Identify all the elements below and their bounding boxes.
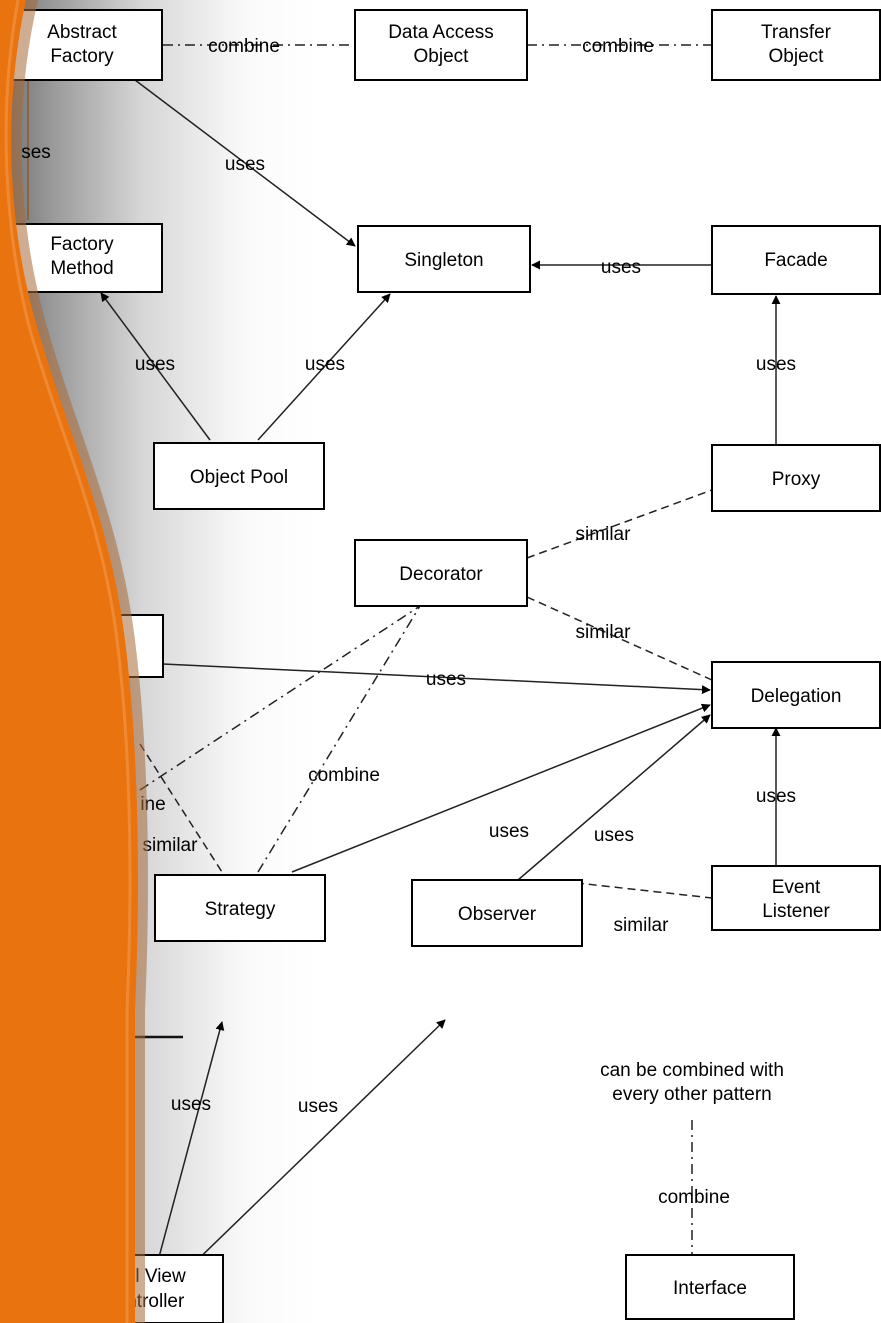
node-transfer-object[interactable]: Transfer Object	[711, 9, 881, 81]
label-op-singleton: uses	[305, 354, 345, 375]
label-strategy-delegation: uses	[489, 821, 529, 842]
node-label: Transfer	[761, 22, 832, 43]
label-el-delegation: uses	[756, 786, 796, 807]
label-proxy-facade: uses	[756, 354, 796, 375]
node-data-access-object[interactable]: Data Access Object	[354, 9, 528, 81]
node-box	[154, 874, 326, 942]
edges	[27, 44, 781, 1273]
node-object-pool[interactable]: Object Pool	[153, 442, 325, 510]
edge-mvc-observer	[184, 1019, 446, 1273]
node-label: Proxy	[772, 469, 821, 490]
note-line-1: can be combined with	[600, 1060, 784, 1081]
node-interface[interactable]: Interface	[625, 1254, 795, 1320]
label-decorator-delegation: similar	[576, 622, 632, 643]
swoosh-highlight	[4, 0, 132, 1323]
node-box	[357, 225, 531, 293]
node-delegation[interactable]: Delegation	[711, 661, 881, 729]
label-interface-combine: combine	[658, 1187, 730, 1208]
node-label: Observer	[458, 904, 537, 925]
edge-af-singleton	[134, 79, 356, 247]
edge-op-singleton	[257, 293, 391, 441]
node-label: Delegation	[751, 686, 842, 707]
node-proxy[interactable]: Proxy	[711, 444, 881, 512]
label-dao-to: combine	[582, 36, 654, 57]
edge-labels: combine combine ses uses uses uses uses …	[21, 36, 796, 1208]
node-singleton[interactable]: Singleton	[357, 225, 531, 293]
edge-mvc-strategy	[154, 1021, 225, 1273]
label-af-dao: combine	[208, 36, 280, 57]
node-observer[interactable]: Observer	[411, 879, 583, 947]
node-label: Method	[50, 258, 113, 279]
node-decorator[interactable]: Decorator	[354, 539, 528, 607]
swoosh-fill	[0, 0, 138, 1323]
edge-strategy-decorator	[257, 605, 421, 873]
node-label: Event	[772, 877, 821, 898]
node-label: Factory	[50, 234, 114, 255]
node-label: Factory	[50, 46, 114, 67]
node-box	[711, 225, 881, 295]
node-event-listener[interactable]: Event Listener	[711, 865, 881, 931]
node-label: Object Pool	[190, 467, 288, 488]
note-line-2: every other pattern	[612, 1084, 771, 1105]
edge-strategy-delegation	[291, 703, 711, 873]
edge-left-delegation	[162, 663, 711, 695]
edge-op-fm	[100, 292, 211, 441]
edge-observer-delegation	[517, 714, 711, 881]
node-label: Decorator	[399, 564, 483, 585]
node-label: Abstract	[47, 22, 117, 43]
node-label: Listener	[762, 901, 830, 922]
label-af-singleton: uses	[225, 154, 265, 175]
node-box	[711, 444, 881, 512]
edge-decorator-delegation	[526, 596, 713, 681]
node-label: Interface	[673, 1278, 747, 1299]
node-box	[411, 879, 583, 947]
node-box	[153, 442, 325, 510]
node-label: Singleton	[404, 250, 483, 271]
label-left-delegation: uses	[426, 669, 466, 690]
label-observer-delegation: uses	[594, 825, 634, 846]
node-box	[354, 539, 528, 607]
label-observer-el: similar	[614, 915, 670, 936]
orange-swoosh	[0, 0, 148, 1323]
node-label: Object	[414, 46, 470, 67]
label-strategy-decorator: combine	[308, 765, 380, 786]
node-label: Strategy	[205, 899, 276, 920]
label-mvc-strategy: uses	[171, 1094, 211, 1115]
label-left-similar: similar	[143, 835, 199, 856]
edge-left-decorator	[139, 605, 421, 791]
label-af-fm: ses	[21, 142, 51, 163]
edge-decorator-proxy	[526, 489, 713, 559]
node-box	[354, 9, 528, 81]
node-strategy[interactable]: Strategy	[154, 874, 326, 942]
node-label: Data Access	[388, 22, 494, 43]
node-box	[711, 661, 881, 729]
label-facade-singleton: uses	[601, 257, 641, 278]
label-mvc-observer: uses	[298, 1096, 338, 1117]
node-box	[625, 1254, 795, 1320]
label-decorator-proxy: similar	[576, 524, 632, 545]
node-box	[711, 865, 881, 931]
label-op-fm: uses	[135, 354, 175, 375]
node-label: Facade	[764, 250, 827, 271]
nodes: Abstract Factory Data Access Object Tran…	[1, 9, 881, 1323]
node-facade[interactable]: Facade	[711, 225, 881, 295]
node-box	[711, 9, 881, 81]
node-label: Object	[769, 46, 825, 67]
